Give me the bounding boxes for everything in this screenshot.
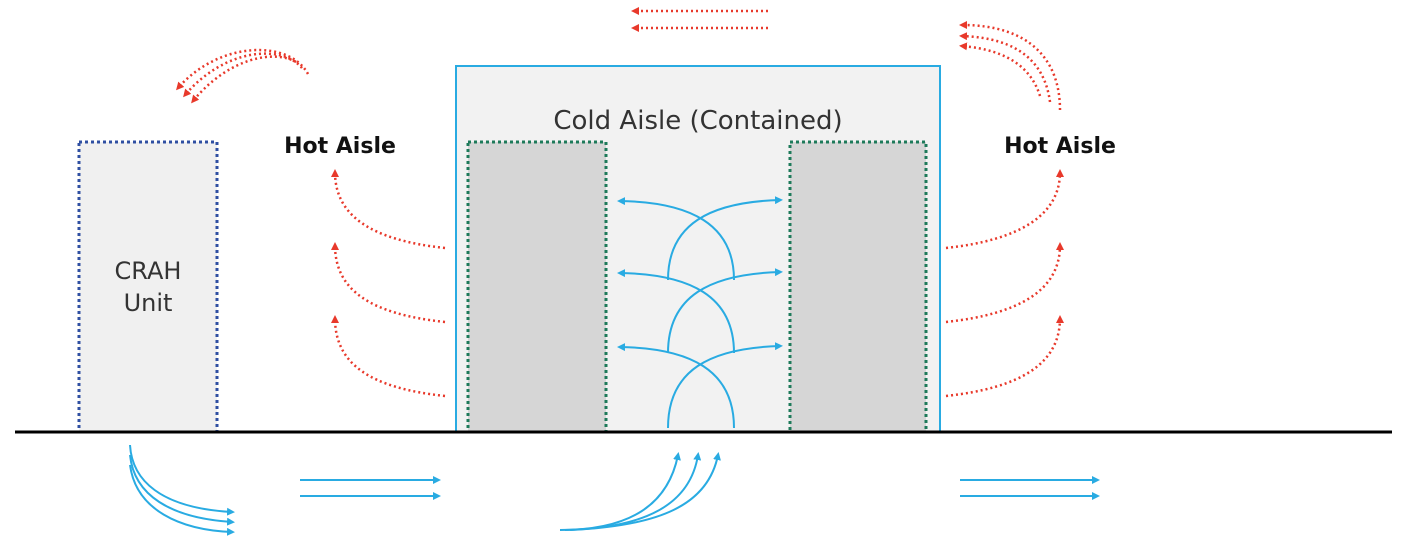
- hot-air-arrow: [945, 315, 1064, 398]
- left-rack: [466, 140, 608, 434]
- cold-air-arrow: [667, 268, 783, 354]
- cold-air-arrow: [667, 342, 783, 429]
- cold-air-arrow: [569, 452, 721, 531]
- hot-air-arrow: [331, 315, 446, 398]
- hot-air-arrow: [183, 52, 303, 98]
- cold-air-arrow: [559, 452, 681, 531]
- hot-air-arrow: [945, 169, 1064, 250]
- cold-air-arrow: [617, 269, 735, 354]
- cold-air-arrow: [129, 454, 235, 526]
- crah-unit: [77, 140, 219, 434]
- crah-label-line2: Unit: [124, 289, 173, 317]
- cold-air-arrow: [617, 197, 735, 281]
- cold-aisle-label: Cold Aisle (Contained): [553, 106, 842, 136]
- cold-air-arrow: [129, 464, 235, 536]
- hot-air-arrow: [331, 242, 446, 324]
- hot-air-arrow: [331, 169, 446, 250]
- cold-air-arrow: [617, 343, 735, 429]
- right-rack: [788, 140, 928, 434]
- hot-air-arrow: [959, 32, 1052, 103]
- cold-air-arrow: [564, 452, 702, 531]
- hot-air-arrow: [959, 21, 1062, 111]
- hot-air-arrows: [176, 7, 1064, 398]
- cold-air-arrow: [129, 444, 235, 516]
- hot-air-arrow: [191, 55, 297, 104]
- hot-air-arrow: [959, 42, 1042, 97]
- crah-label-line1: CRAH: [115, 257, 182, 285]
- hot-aisle-left-label: Hot Aisle: [284, 134, 396, 159]
- hot-aisle-right-label: Hot Aisle: [1004, 134, 1116, 159]
- hot-air-arrow: [945, 242, 1064, 324]
- cold-air-arrows: [129, 196, 1100, 536]
- cold-air-arrow: [667, 196, 783, 281]
